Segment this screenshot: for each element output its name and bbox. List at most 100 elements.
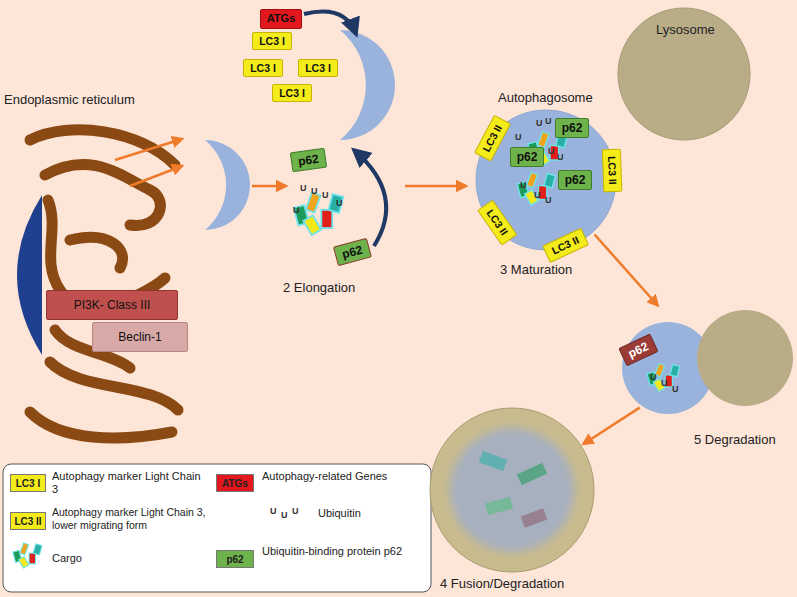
figure-part xyxy=(405,185,466,188)
box-label: LC3 II xyxy=(484,207,511,238)
adaptor-box: p62 xyxy=(510,147,545,167)
ubiquitin-mark: U xyxy=(293,205,300,215)
ubiquitin-mark: U xyxy=(300,183,307,193)
adaptor-box: p62 xyxy=(558,170,593,190)
swatch-label: LC3 I xyxy=(16,478,40,489)
structure-label: Endoplasmic reticulum xyxy=(4,92,135,107)
figure-part xyxy=(521,508,548,527)
legend-text: Autophagy marker Light Chain 3 xyxy=(52,470,202,496)
autolysosome-circle: 4 Fusion/Degradation xyxy=(430,408,594,572)
recruitment-arrows xyxy=(304,12,386,247)
figure-part xyxy=(304,12,356,35)
figure-part xyxy=(50,362,178,410)
autophagosome-circle: Autophagosomep62p62p62LC3 IILC3 IILC3 II… xyxy=(476,110,616,250)
node-outline xyxy=(430,408,594,572)
ubiquitin-mark: U xyxy=(281,510,288,520)
ubiquitin-mark: U xyxy=(548,146,555,156)
lysosome-circle: Lysosome xyxy=(618,8,750,140)
autolysosome-lumen xyxy=(450,428,574,552)
legend-text: Ubiquitin xyxy=(318,507,418,520)
cargo-cluster xyxy=(294,192,344,235)
legend-cargo-sample xyxy=(13,543,42,568)
figure-part xyxy=(479,451,508,471)
marker-box: LC3 I xyxy=(243,59,283,78)
legend-text: Autophagy-related Genes xyxy=(262,470,422,483)
marker-box: LC3 I xyxy=(272,84,312,103)
ubiquitin-mark: U xyxy=(672,384,679,394)
box-label: p62 xyxy=(626,339,651,361)
marker-box: LC3 I xyxy=(298,59,338,78)
step-label: 2 Elongation xyxy=(283,280,355,295)
ubiquitin-mark: U xyxy=(545,116,552,126)
figure-part xyxy=(48,200,165,305)
legend-text: Cargo xyxy=(52,552,152,565)
node-heading: Autophagosome xyxy=(498,90,593,105)
figure-part xyxy=(45,164,160,225)
degraded-cargo xyxy=(479,451,548,528)
process-arrows xyxy=(115,139,466,186)
process-arrow xyxy=(583,408,639,444)
autophagosome-fill xyxy=(476,110,616,250)
legend-swatch: p62 xyxy=(216,550,254,568)
box-label: LC3 II xyxy=(480,122,505,153)
node-shape xyxy=(430,408,594,572)
swatch-label: p62 xyxy=(226,554,243,565)
figure-part xyxy=(130,166,182,186)
autolysosome-ring xyxy=(430,408,594,572)
node-shape xyxy=(697,310,793,406)
box-label: p62 xyxy=(297,151,319,168)
box-label: PI3K- Class III xyxy=(57,298,167,312)
adaptor-box: p62 xyxy=(555,118,590,138)
adaptor-box: p62 xyxy=(618,333,658,366)
enzyme-box: PI3K- Class III xyxy=(46,290,178,320)
box-label: ATGs xyxy=(267,12,296,25)
nucleus xyxy=(17,195,42,355)
node-outline xyxy=(476,110,616,250)
gene-box: ATGs xyxy=(260,9,303,28)
cargo-cluster xyxy=(647,363,680,391)
enzyme-box: Beclin-1 xyxy=(92,322,188,352)
ubiquitin-mark: U xyxy=(292,506,299,516)
step-label: 3 Maturation xyxy=(500,262,572,277)
marker-box: LC3 II xyxy=(542,228,588,263)
marker-box: LC3 II xyxy=(477,199,517,245)
box-label: p62 xyxy=(517,150,538,164)
cargo-cluster xyxy=(528,132,568,166)
ubiquitin-mark: U xyxy=(270,506,277,516)
figure-part xyxy=(70,237,123,268)
figure-part xyxy=(252,185,286,188)
node-shape xyxy=(618,8,750,140)
figure-part xyxy=(354,150,386,246)
phagophore-elongating xyxy=(340,30,395,140)
legend-swatch: LC3 II xyxy=(10,512,46,530)
fusion-region: 5 Degradationp62 xyxy=(622,296,796,430)
figure-part xyxy=(115,139,182,160)
ubiquitin-mark: U xyxy=(336,198,343,208)
ubiquitin-mark: U xyxy=(557,152,564,162)
lysosome-fusing xyxy=(697,310,793,406)
figure-part xyxy=(55,330,130,368)
ubiquitin-mark: U xyxy=(311,186,318,196)
cargo-cluster xyxy=(517,172,555,205)
node-heading: 5 Degradation xyxy=(694,432,776,447)
node-heading: Lysosome xyxy=(656,22,715,37)
adaptor-box: p62 xyxy=(333,238,372,267)
marker-box: LC3 II xyxy=(474,115,510,161)
ubiquitin-mark: U xyxy=(650,372,657,382)
figure-part xyxy=(517,463,547,486)
adaptor-box: p62 xyxy=(289,147,326,172)
figure-part xyxy=(30,412,172,438)
legend-text: Autophagy marker Light Chain 3, lower mi… xyxy=(52,506,217,531)
ubiquitin-mark: U xyxy=(534,190,541,200)
ubiquitin-mark: U xyxy=(661,378,668,388)
box-label: LC3 I xyxy=(279,87,305,100)
marker-box: LC3 II xyxy=(602,148,622,191)
box-label: Beclin-1 xyxy=(103,330,177,344)
